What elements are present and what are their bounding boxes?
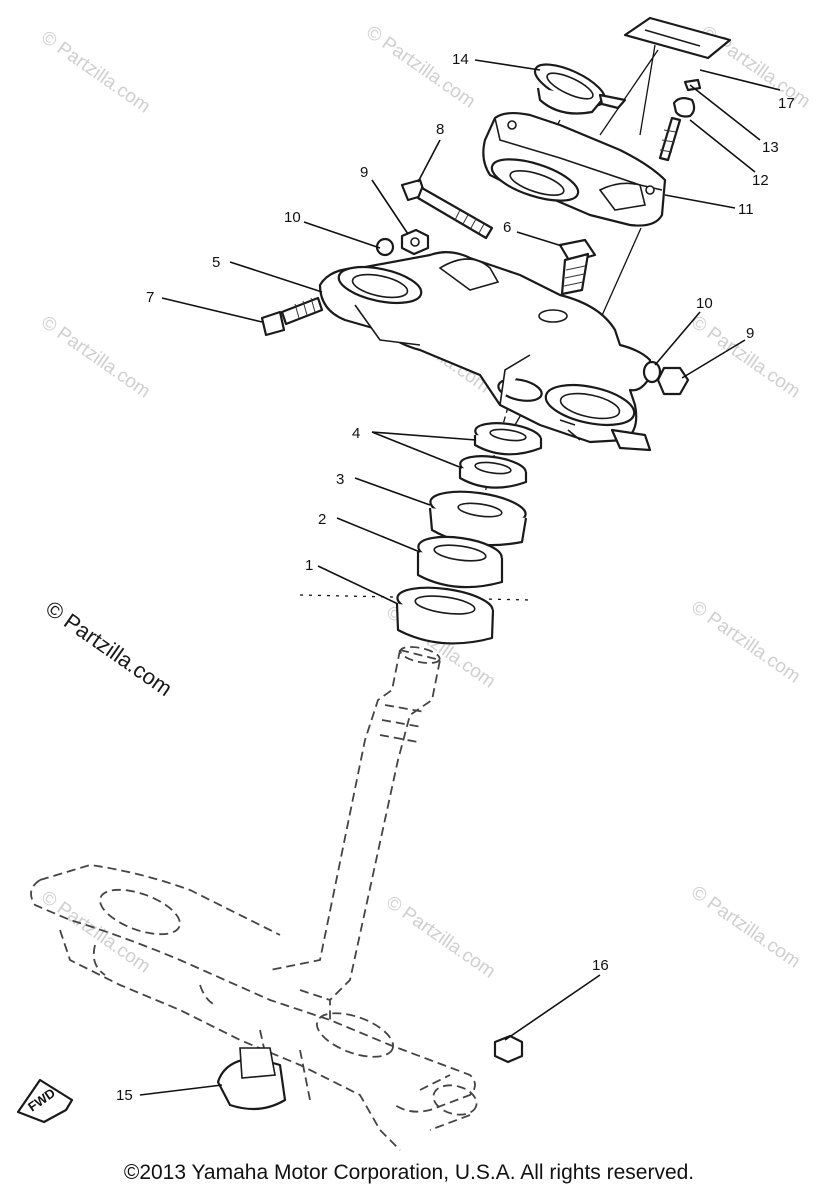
watermark-text: © Partzilla.com: [687, 597, 804, 688]
watermark-text-prominent: © Partzilla.com: [41, 596, 177, 702]
callout-16: 16: [592, 957, 609, 974]
callout-10-left: 10: [284, 209, 301, 226]
steering-stem-ghost: [269, 646, 442, 1020]
callout-2: 2: [318, 511, 326, 528]
part-7-bolt: [260, 296, 324, 337]
watermark-text: © Partzilla.com: [37, 312, 154, 403]
part-4-ring-nut-upper: [473, 422, 543, 456]
part-12-washer-bolt: [658, 96, 696, 162]
part-15-cap: [216, 1047, 287, 1111]
callout-9-left: 9: [360, 164, 368, 181]
callout-3: 3: [336, 471, 344, 488]
part-3-bearing-cover: [428, 490, 528, 547]
callout-14: 14: [452, 51, 469, 68]
part-9-nut-right: [656, 366, 690, 396]
callout-8: 8: [436, 121, 444, 138]
callout-10-right: 10: [696, 295, 713, 312]
callout-17: 17: [778, 95, 795, 112]
part-10-washer-right: [642, 360, 662, 384]
part-9-nut-left: [400, 228, 430, 256]
part-8-bolt: [400, 178, 494, 240]
callout-1: 1: [305, 557, 313, 574]
part-17-cap: [623, 16, 732, 60]
callout-12: 12: [752, 172, 769, 189]
part-11-upper-bracket: [482, 111, 667, 227]
callout-5: 5: [212, 254, 220, 271]
watermark-text: © Partzilla.com: [687, 882, 804, 973]
callout-labels: 1 2 3 4 5 6 7 8 9 9 10 10 11 12 13 14 15…: [116, 51, 795, 1104]
callout-7: 7: [146, 289, 154, 306]
part-14-crown-nut: [533, 63, 627, 115]
copyright-notice: ©2013 Yamaha Motor Corporation, U.S.A. A…: [123, 1161, 695, 1184]
callout-13: 13: [762, 139, 779, 156]
watermark-text: © Partzilla.com: [382, 892, 499, 983]
callout-11: 11: [738, 201, 754, 218]
part-4-ring-nut-lower: [458, 455, 528, 489]
callout-15: 15: [116, 1087, 133, 1104]
part-1-lower-bearing: [395, 586, 495, 645]
part-16-nut: [493, 1034, 524, 1064]
watermark-text: © Partzilla.com: [37, 27, 154, 118]
part-2-upper-bearing: [416, 535, 504, 589]
part-6-bolt: [558, 238, 597, 296]
callout-4: 4: [352, 425, 360, 442]
leader-lines: [139, 59, 781, 1096]
fwd-arrow-icon: FWD: [16, 1078, 74, 1124]
callout-9-right: 9: [746, 325, 754, 342]
part-13-bolt: [683, 78, 702, 92]
callout-6: 6: [503, 219, 511, 236]
part-5-middle-bracket: [318, 251, 652, 452]
lower-bracket-ghost: [30, 864, 478, 1151]
